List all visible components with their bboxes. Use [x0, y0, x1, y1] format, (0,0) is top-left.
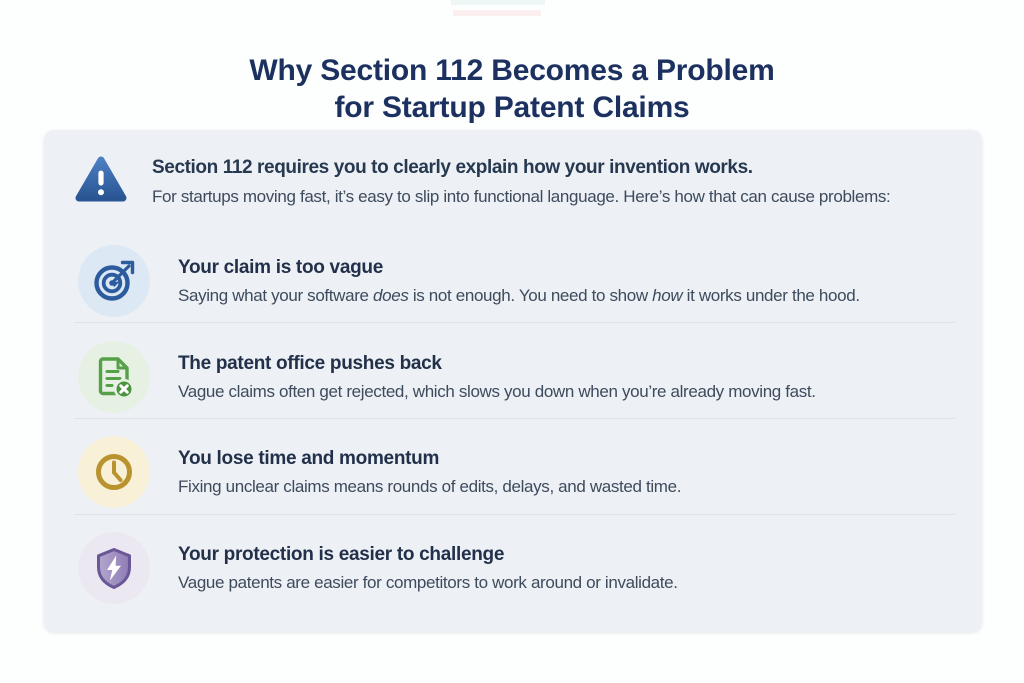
- divider: [74, 418, 955, 419]
- list-item-title: Your protection is easier to challenge: [178, 543, 505, 565]
- page-title-line-2: for Startup Patent Claims: [334, 91, 690, 125]
- panel-heading: Section 112 requires you to clearly expl…: [152, 157, 753, 178]
- list-item-text: Your claim is too vague Saying what your…: [178, 257, 860, 306]
- divider: [74, 514, 955, 515]
- list-item-patent-office: The patent office pushes back Vague clai…: [78, 341, 954, 413]
- list-item-text: The patent office pushes back Vague clai…: [178, 353, 816, 402]
- panel-header-text: Section 112 requires you to clearly expl…: [152, 154, 891, 207]
- target-arrow-icon: [78, 245, 150, 317]
- shield-lightning-icon: [78, 532, 150, 604]
- list-item-text: Your protection is easier to challenge V…: [178, 544, 678, 593]
- top-artifact-smudge: [451, 0, 545, 5]
- page-title-line-1: Why Section 112 Becomes a Problem: [249, 54, 775, 88]
- list-item-description: Vague patents are easier for competitors…: [178, 572, 678, 592]
- divider: [74, 322, 955, 323]
- list-item-description: Saying what your software does is not en…: [178, 285, 860, 305]
- list-item-lose-time: You lose time and momentum Fixing unclea…: [78, 436, 954, 508]
- list-item-text: You lose time and momentum Fixing unclea…: [178, 448, 681, 497]
- list-item-title: You lose time and momentum: [178, 447, 440, 469]
- document-rejected-icon: [78, 341, 150, 413]
- list-item-claim-too-vague: Your claim is too vague Saying what your…: [78, 245, 954, 317]
- panel-header: Section 112 requires you to clearly expl…: [74, 154, 954, 208]
- list-item-protection-challenge: Your protection is easier to challenge V…: [78, 532, 954, 604]
- info-panel: Section 112 requires you to clearly expl…: [44, 130, 982, 632]
- list-item-title: Your claim is too vague: [178, 256, 383, 278]
- list-item-description: Vague claims often get rejected, which s…: [178, 381, 816, 401]
- top-artifact-smudge-2: [453, 10, 541, 16]
- list-item-description: Fixing unclear claims means rounds of ed…: [178, 476, 682, 496]
- list-item-title: The patent office pushes back: [178, 352, 442, 374]
- panel-subheading: For startups moving fast, it’s easy to s…: [152, 187, 891, 206]
- clock-icon: [78, 436, 150, 508]
- page-title: Why Section 112 Becomes a Problem for St…: [0, 52, 1024, 126]
- warning-triangle-icon: [74, 154, 130, 208]
